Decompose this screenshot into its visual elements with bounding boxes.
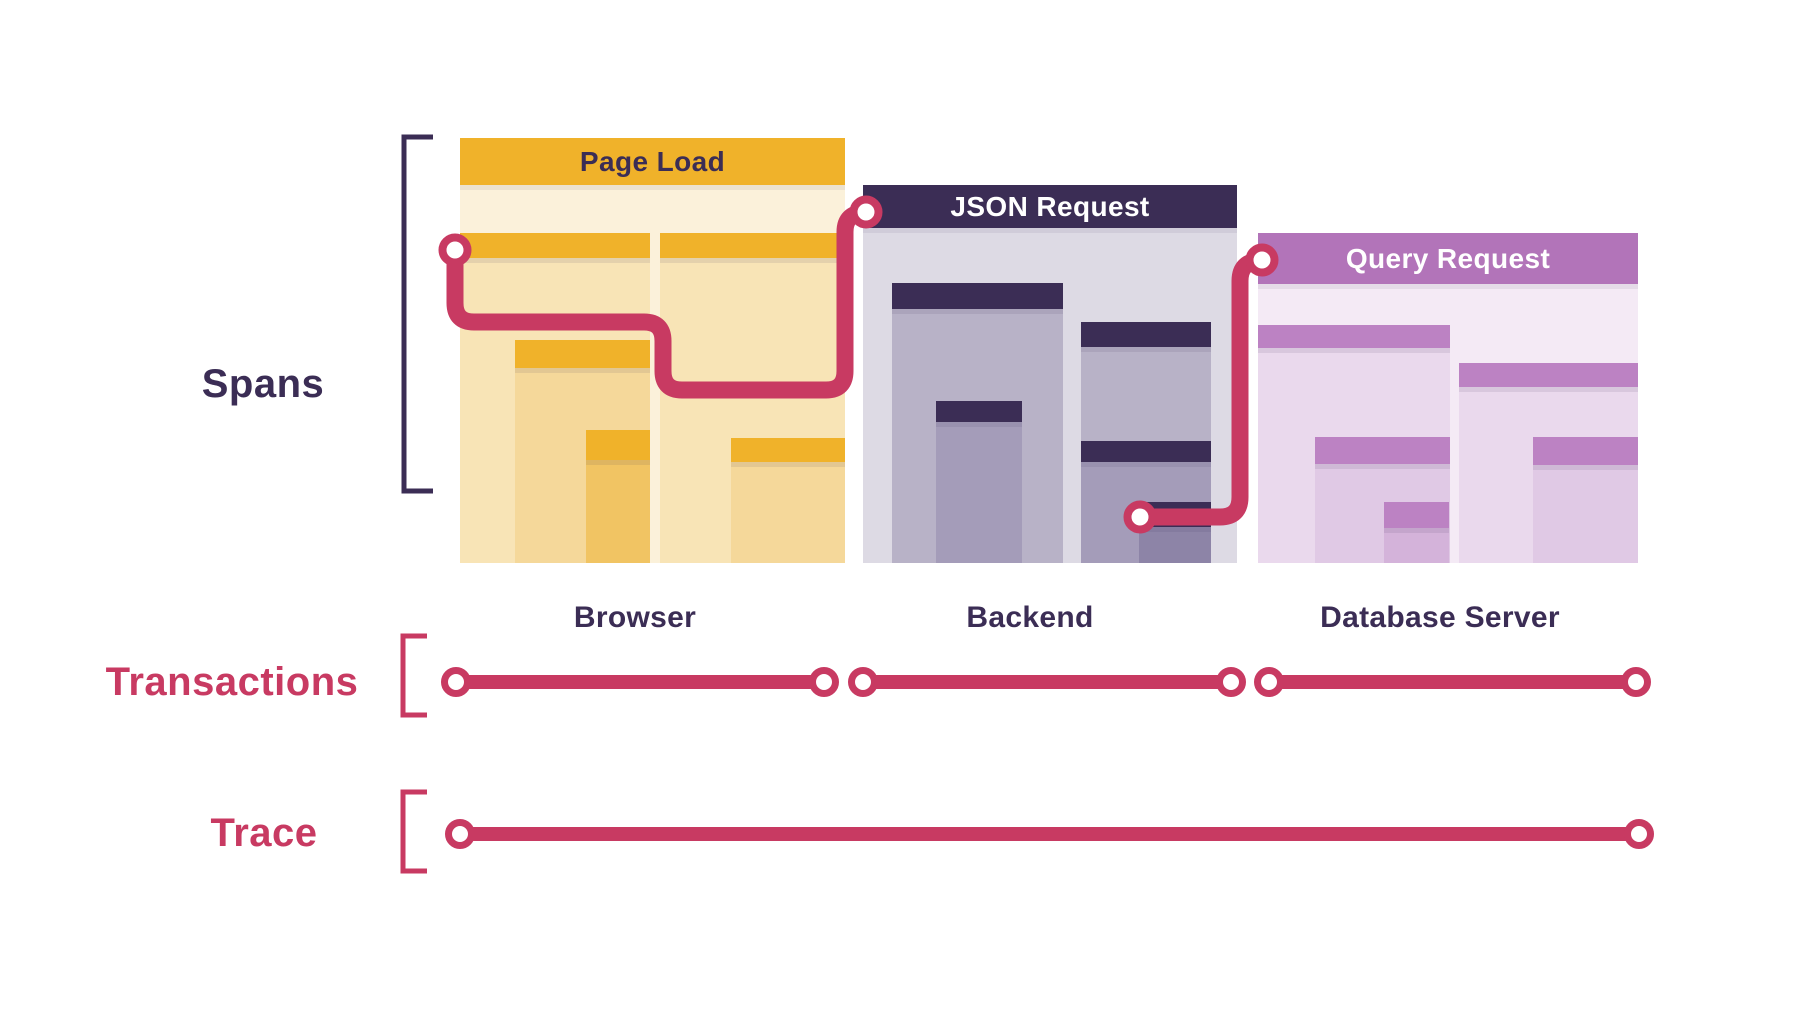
spans-bracket bbox=[401, 134, 433, 494]
trace-bracket bbox=[400, 789, 427, 874]
span-bar bbox=[586, 430, 650, 460]
trace-row-label: Trace bbox=[210, 811, 318, 855]
panel-title-json-request: JSON Request bbox=[950, 190, 1150, 222]
span-bar bbox=[1384, 502, 1449, 528]
span-bar bbox=[1459, 363, 1638, 387]
trace-start-marker bbox=[445, 819, 475, 849]
transaction-browser-end-marker bbox=[809, 667, 839, 697]
span-bar bbox=[936, 401, 1022, 422]
span-body bbox=[731, 462, 845, 563]
transaction-backend-start-marker bbox=[848, 667, 878, 697]
transactions-row-label: Transactions bbox=[105, 660, 359, 704]
span-bar bbox=[1081, 322, 1211, 347]
span-body bbox=[1139, 527, 1211, 563]
panel-header-page-load: Page Load bbox=[460, 138, 845, 185]
span-body bbox=[936, 422, 1022, 563]
span-bar bbox=[1258, 325, 1450, 348]
panel-title-query-request: Query Request bbox=[1345, 242, 1551, 274]
span-bar bbox=[1533, 437, 1638, 465]
tier-label-backend: Backend bbox=[966, 601, 1094, 634]
span-bar bbox=[1139, 502, 1211, 527]
transaction-database-end-marker bbox=[1621, 667, 1651, 697]
tier-label-database-server: Database Server bbox=[1320, 601, 1560, 634]
span-bar bbox=[515, 340, 650, 368]
tier-label-browser: Browser bbox=[573, 601, 697, 634]
panel-header-query-request: Query Request bbox=[1258, 233, 1638, 284]
span-bar bbox=[892, 283, 1063, 309]
transaction-browser-start-marker bbox=[441, 667, 471, 697]
transaction-database-start-marker bbox=[1254, 667, 1284, 697]
span-bar bbox=[660, 233, 845, 258]
span-body bbox=[586, 460, 650, 563]
trace-end-marker bbox=[1624, 819, 1654, 849]
panel-query-request: Query Request bbox=[1258, 233, 1638, 563]
transaction-backend-end-marker bbox=[1216, 667, 1246, 697]
span-bar bbox=[460, 233, 650, 258]
span-bar bbox=[731, 438, 845, 462]
span-body bbox=[1533, 465, 1638, 563]
span-bar bbox=[1081, 441, 1211, 462]
panel-header-json-request: JSON Request bbox=[863, 185, 1237, 228]
panel-page-load: Page Load bbox=[460, 138, 845, 563]
spans-row-label: Spans bbox=[201, 362, 325, 406]
panel-json-request: JSON Request bbox=[863, 185, 1237, 563]
span-body bbox=[1384, 528, 1449, 563]
transactions-bracket bbox=[400, 633, 427, 718]
span-bar bbox=[1315, 437, 1450, 464]
panel-title-page-load: Page Load bbox=[579, 145, 726, 177]
